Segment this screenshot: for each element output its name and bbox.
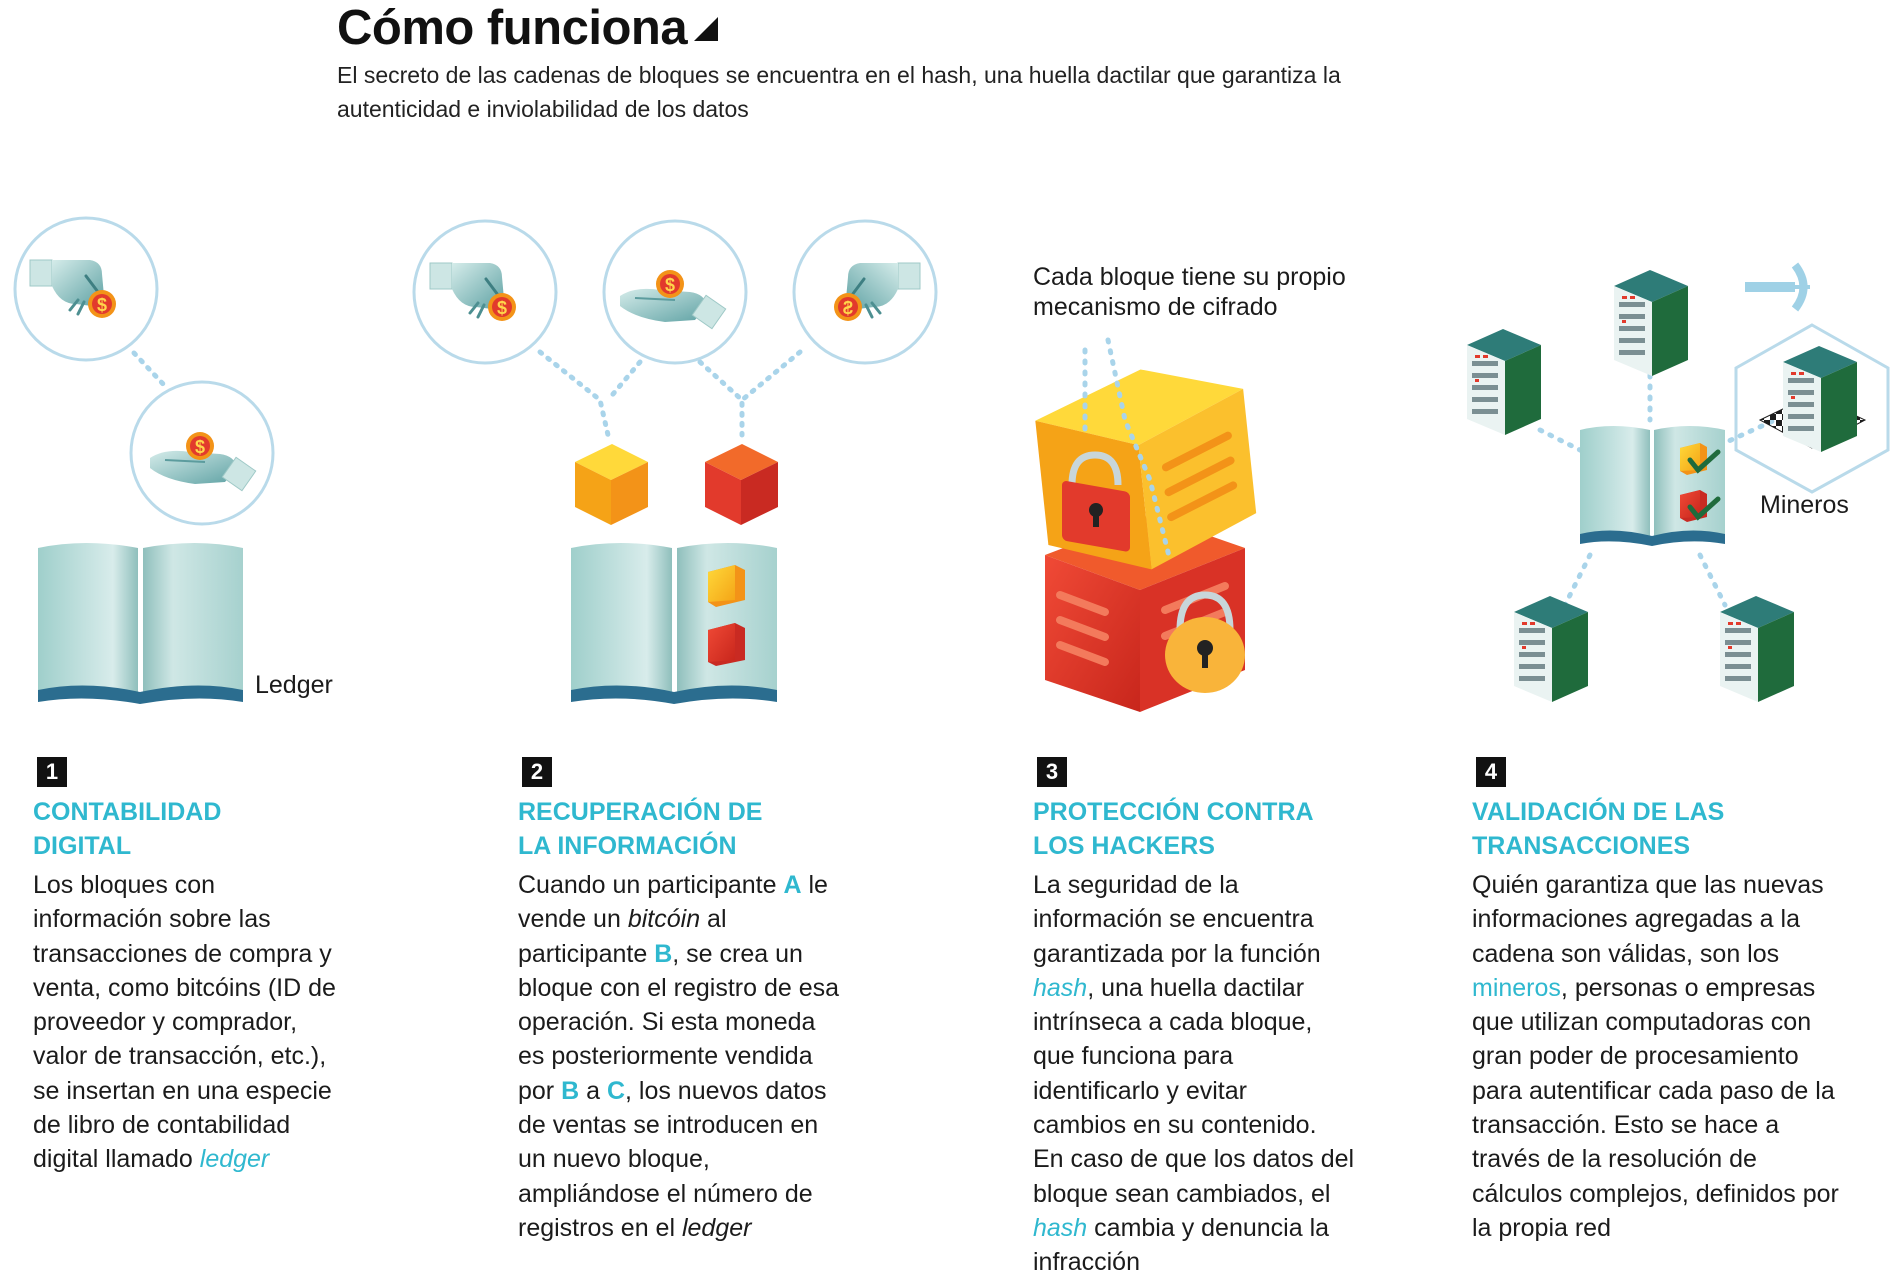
- step-description: Quién garantiza que las nuevas informaci…: [1472, 871, 1839, 1242]
- step-description: Los bloques con información sobre las tr…: [33, 871, 336, 1174]
- step-1: 1: [37, 757, 67, 787]
- page-title: Cómo funciona: [337, 1, 688, 55]
- server-icon: [1783, 346, 1857, 452]
- satellite-icon: [1745, 262, 1810, 312]
- cube-icon: [705, 444, 778, 525]
- step-description: La seguridad de la información se encuen…: [1033, 871, 1355, 1277]
- open-book-icon: [38, 543, 243, 704]
- step-heading: VALIDACIÓN DE LAS: [1472, 798, 1725, 826]
- server-icon: [1467, 329, 1541, 435]
- ledger-label: Ledger: [255, 671, 333, 699]
- open-book-icon: [571, 543, 777, 704]
- corner-arrow-icon: [694, 17, 718, 41]
- checkmark-icon: [1687, 449, 1721, 474]
- step-heading: DIGITAL: [33, 832, 132, 860]
- server-icon: [1514, 596, 1588, 702]
- step-heading: CONTABILIDAD: [33, 798, 222, 826]
- page-subtitle: El secreto de las cadenas de bloques se …: [337, 62, 1341, 122]
- cipher-caption: Cada bloque tiene su propio mecanismo de…: [1033, 263, 1346, 321]
- step-heading: LOS HACKERS: [1033, 832, 1215, 860]
- step-1-text: CONTABILIDAD DIGITAL Los bloques con inf…: [33, 795, 433, 1177]
- server-icon: [1720, 596, 1794, 702]
- step-heading: RECUPERACIÓN DE: [518, 798, 763, 826]
- padlock-icon: [1165, 591, 1245, 693]
- step-heading: PROTECCIÓN CONTRA: [1033, 798, 1314, 826]
- step-heading: LA INFORMACIÓN: [518, 832, 737, 860]
- step-description: Cuando un participante A le vende un bit…: [518, 871, 840, 1242]
- step-3-text: PROTECCIÓN CONTRA LOS HACKERS La segurid…: [1033, 795, 1433, 1280]
- illustration: $ $: [13, 216, 1890, 712]
- step-number-badge: 1: [37, 757, 67, 787]
- checkmark-icon: [1687, 496, 1721, 521]
- open-book-icon: [1580, 426, 1725, 546]
- step-4: 4: [1476, 757, 1506, 787]
- step-2-text: RECUPERACIÓN DE LA INFORMACIÓN Cuando un…: [518, 795, 918, 1245]
- step-number-badge: 2: [522, 757, 552, 787]
- step1-illustration: [13, 216, 275, 704]
- step-heading: TRANSACCIONES: [1472, 832, 1691, 860]
- step-number-badge: 4: [1476, 757, 1506, 787]
- step3-illustration: [1035, 337, 1257, 712]
- step2-illustration: [412, 219, 938, 704]
- padlock-icon: [1062, 451, 1130, 552]
- step-4-text: VALIDACIÓN DE LAS TRANSACCIONES Quién ga…: [1472, 795, 1892, 1245]
- cube-icon: [575, 444, 648, 525]
- step-number-badge: 3: [1037, 757, 1067, 787]
- step4-illustration: [1467, 262, 1890, 702]
- step-2: 2: [522, 757, 552, 787]
- step-3: 3: [1037, 757, 1067, 787]
- server-icon: [1614, 270, 1688, 376]
- miners-label: Mineros: [1760, 491, 1849, 519]
